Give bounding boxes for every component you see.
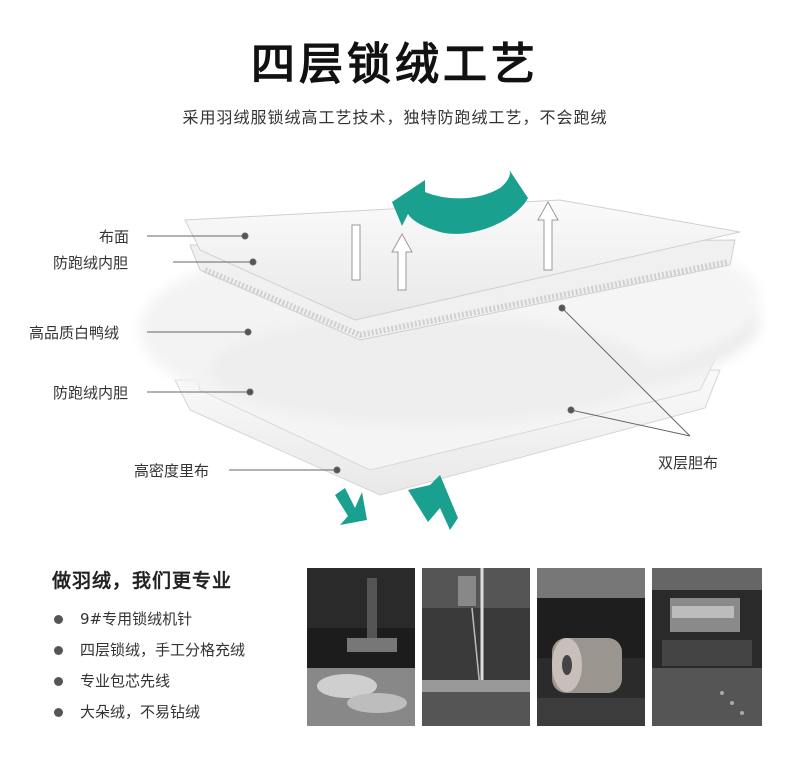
teal-curved-arrow-icon [392,168,528,234]
page-subtitle: 采用羽绒服锁绒高工艺技术，独特防跑绒工艺，不会跑绒 [182,108,608,127]
up-arrow-icon [391,232,413,291]
photo-needle-thread [422,568,530,726]
label-anti-leak-liner-top: 防跑绒内胆 [53,254,129,272]
bullet-icon [54,677,63,686]
thread-spool-icon [537,568,645,726]
page-title: 四层锁绒工艺 [251,39,539,90]
photo-sewing-machine [307,568,415,726]
features-list: 9#专用锁绒机针 四层锁绒，手工分格充绒 专业包芯先线 大朵绒，不易钻绒 [54,604,245,728]
layer-diagram: 布面 防跑绒内胆 高品质白鸭绒 防跑绒内胆 高密度里布 双层胆布 [0,140,790,540]
layer-diagram-graphic [140,168,760,530]
needle-thread-icon [422,568,530,726]
teal-down-arrow-icon [335,488,367,525]
list-item: 9#专用锁绒机针 [54,604,245,635]
bullet-icon [54,708,63,717]
label-fabric: 布面 [99,228,130,246]
photo-presser-foot [652,568,762,726]
list-item: 专业包芯先线 [54,666,245,697]
presser-foot-icon [652,568,762,726]
label-double-liner: 双层胆布 [658,454,719,472]
teal-down-arrow-icon [408,475,458,530]
bullet-icon [54,615,63,624]
sewing-machine-icon [307,568,415,726]
label-anti-leak-liner-bottom: 防跑绒内胆 [53,384,129,402]
up-arrow-icon [351,224,361,281]
up-arrow-icon [537,200,559,271]
list-item: 大朵绒，不易钻绒 [54,697,245,728]
features-title: 做羽绒，我们更专业 [52,570,233,592]
label-white-duck-down: 高品质白鸭绒 [29,324,120,342]
list-item: 四层锁绒，手工分格充绒 [54,635,245,666]
photo-thread-spool [537,568,645,726]
label-lining: 高密度里布 [134,462,210,480]
bullet-icon [54,646,63,655]
